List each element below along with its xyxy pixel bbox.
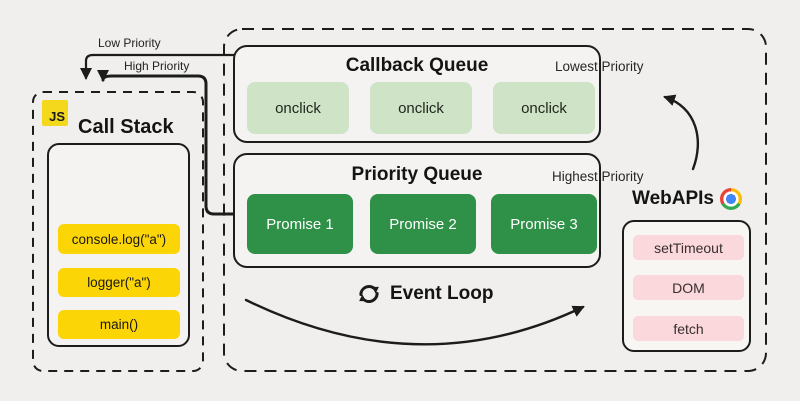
callback-item: onclick — [370, 82, 472, 134]
promise-item: Promise 1 — [247, 194, 353, 254]
stack-frame: logger("a") — [58, 268, 180, 297]
event-loop-caption: Event Loop — [356, 281, 493, 307]
low-priority-label: Low Priority — [98, 36, 161, 50]
event-loop-label: Event Loop — [390, 283, 494, 304]
callback-queue-priority-tag: Lowest Priority — [555, 59, 644, 74]
call-stack-title: Call Stack — [78, 116, 174, 138]
callback-item: onclick — [247, 82, 349, 134]
call-stack-panel: console.log("a") logger("a") main() — [47, 143, 190, 347]
webapis-title: WebAPIs — [631, 188, 714, 209]
high-priority-label: High Priority — [124, 59, 190, 73]
webapis-panel: setTimeout DOM fetch — [622, 220, 751, 352]
promise-item: Promise 2 — [370, 194, 476, 254]
sync-icon — [359, 285, 379, 303]
webapi-item: DOM — [633, 275, 744, 300]
stack-frame: console.log("a") — [58, 224, 180, 254]
js-logo-icon: JS — [42, 100, 68, 126]
webapis-to-callback-arrow — [663, 94, 700, 171]
promise-item: Promise 3 — [491, 194, 597, 254]
callback-queue-title: Callback Queue — [345, 55, 489, 76]
callback-item: onclick — [493, 82, 595, 134]
webapi-item: setTimeout — [633, 235, 744, 260]
priority-queue-title: Priority Queue — [351, 164, 483, 185]
callback-queue-panel: Callback Queue Lowest Priority onclick o… — [233, 45, 644, 143]
priority-queue-priority-tag: Highest Priority — [552, 169, 644, 184]
webapis-header: WebAPIs — [622, 188, 752, 210]
chrome-icon — [720, 188, 742, 210]
webapi-item: fetch — [633, 316, 744, 341]
stack-frame: main() — [58, 310, 180, 339]
priority-queue-panel: Priority Queue Highest Priority Promise … — [233, 153, 644, 268]
